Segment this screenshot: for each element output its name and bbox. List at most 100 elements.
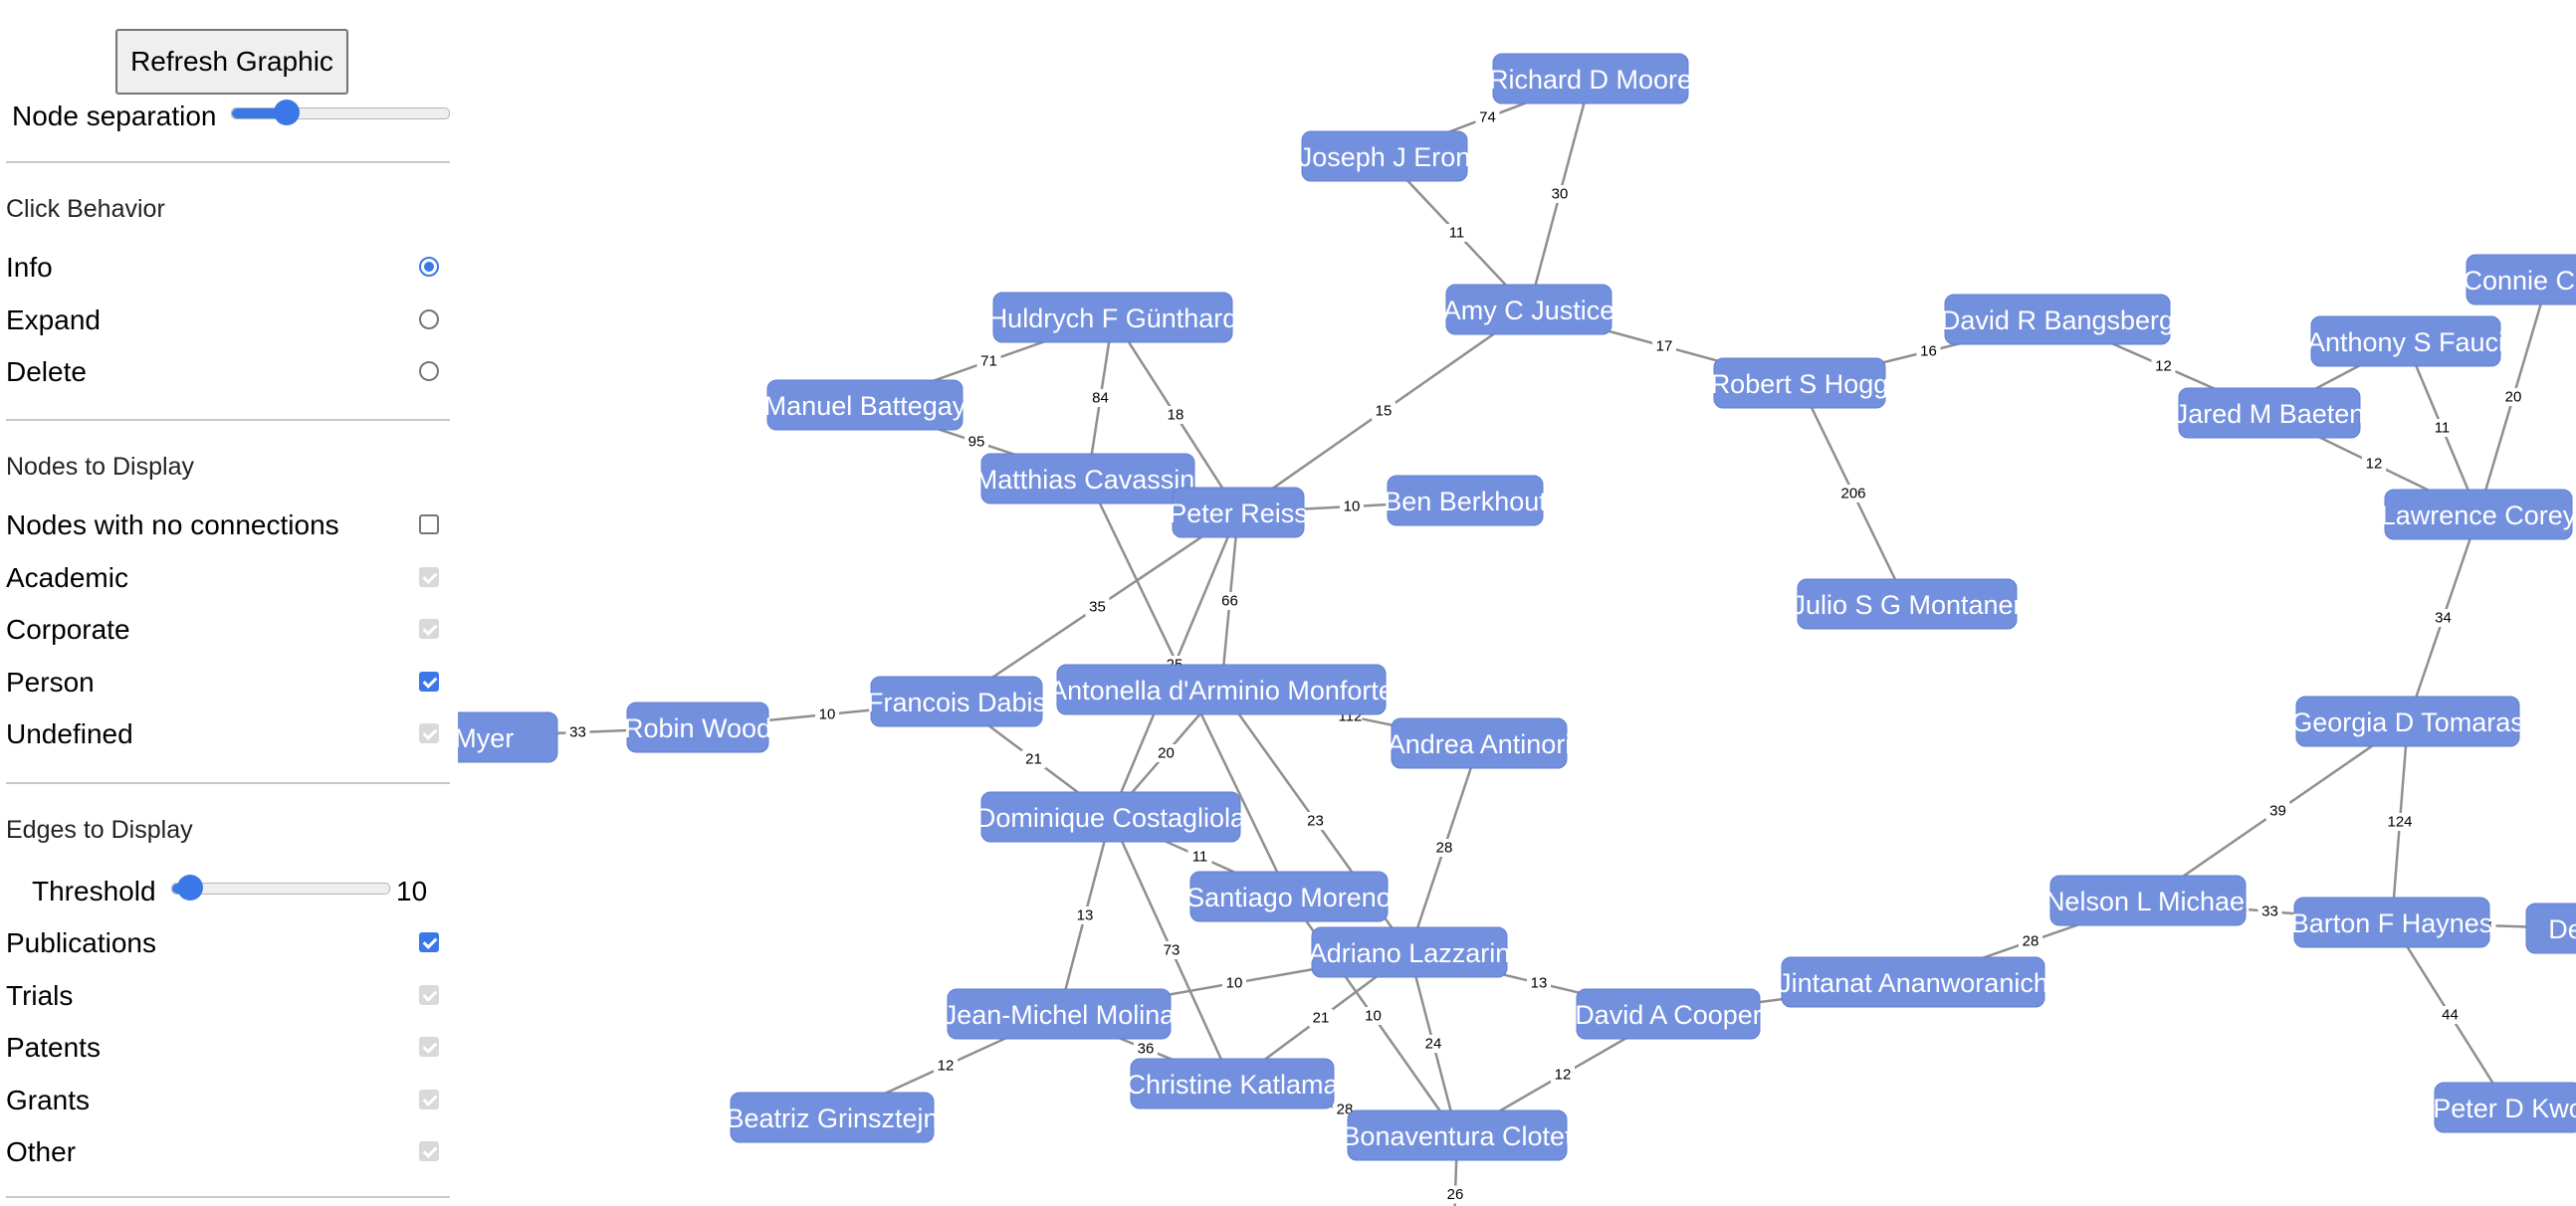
node-box[interactable] <box>980 453 1195 504</box>
node-jared[interactable]: Jared M Baeten <box>2175 387 2365 439</box>
edge-weight-label: 206 <box>1840 486 1865 502</box>
node-label: Antonella d'Arminio Monforte <box>1049 676 1394 705</box>
edges-checkbox-publications[interactable] <box>419 932 439 952</box>
node-myer[interactable]: don Myer <box>458 711 558 763</box>
slider-thumb[interactable] <box>273 100 300 125</box>
node-box[interactable] <box>1056 664 1387 715</box>
node-andrea[interactable]: Andrea Antinori <box>1388 717 1572 769</box>
node-label: Andrea Antinori <box>1388 729 1572 759</box>
edge-weight-label: 35 <box>1089 599 1106 616</box>
threshold-value: 10 <box>396 876 428 906</box>
node-box[interactable] <box>730 1092 935 1143</box>
node-box[interactable] <box>2178 387 2361 439</box>
node-box[interactable] <box>2310 315 2501 367</box>
node-box[interactable] <box>1301 130 1468 182</box>
node-richard[interactable]: Richard D Moore <box>1489 53 1692 104</box>
node-robin[interactable]: Robin Wood <box>624 702 771 753</box>
node-joseph[interactable]: Joseph J Eron <box>1299 130 1471 182</box>
edge-label-background <box>1444 224 1469 242</box>
click-behavior-radio-delete[interactable] <box>419 361 439 381</box>
click-behavior-option-label: Expand <box>6 303 101 335</box>
click-behavior-radio-expand[interactable] <box>419 308 439 329</box>
node-box[interactable] <box>2525 903 2576 954</box>
edge-weight-label: 28 <box>2023 933 2039 950</box>
node-francois[interactable]: Francois Dabis <box>867 676 1046 727</box>
network-graph[interactable]: 7430111715162061212112034391243313442871… <box>458 0 2576 1206</box>
node-box[interactable] <box>1347 1109 1568 1161</box>
nodes-checkbox-person[interactable] <box>419 671 439 692</box>
node-amy[interactable]: Amy C Justice <box>1443 284 1615 335</box>
node-box[interactable] <box>992 292 1233 343</box>
node-box[interactable] <box>1944 294 2171 345</box>
node-box[interactable] <box>1189 871 1389 922</box>
slider-thumb[interactable] <box>176 875 203 901</box>
node-julio[interactable]: Julio S G Montaner <box>1792 578 2023 630</box>
node-manuel[interactable]: Manuel Battegay <box>764 379 966 431</box>
node-box[interactable] <box>1713 357 1886 409</box>
node-deni[interactable]: Deni <box>2525 903 2576 954</box>
node-box[interactable] <box>1387 475 1544 526</box>
nodes-checkbox-nodes-with-no-connections[interactable] <box>419 514 439 534</box>
node-jeanmichel[interactable]: Jean-Michel Molina <box>944 988 1177 1040</box>
node-label: Peter D Kwo <box>2433 1094 2576 1123</box>
node-box[interactable] <box>2049 875 2247 926</box>
node-label: Bonaventura Clotet <box>1342 1121 1573 1151</box>
node-box[interactable] <box>870 676 1043 727</box>
nodes-checkbox-undefined <box>419 723 439 743</box>
node-georgia[interactable]: Georgia D Tomaras <box>2291 696 2524 747</box>
node-box[interactable] <box>1445 284 1612 335</box>
node-huldrych[interactable]: Huldrych F Günthard <box>988 292 1238 343</box>
edge-label-background <box>1432 839 1456 857</box>
node-lawrence[interactable]: Lawrence Corey <box>2381 489 2576 540</box>
node-barton[interactable]: Barton F Haynes <box>2291 897 2493 948</box>
node-davida[interactable]: David A Cooper <box>1575 988 1762 1040</box>
graph-canvas[interactable]: 7430111715162061212112034391243313442871… <box>458 0 2576 1206</box>
node-anthony[interactable]: Anthony S Fauci <box>2307 315 2504 367</box>
node-box[interactable] <box>1391 717 1568 769</box>
node-box[interactable] <box>1492 53 1689 104</box>
node-box[interactable] <box>2384 489 2573 540</box>
node-christine[interactable]: Christine Katlama <box>1126 1058 1340 1109</box>
edges-checkbox-patents <box>419 1037 439 1057</box>
node-dominique[interactable]: Dominique Costagliola <box>976 791 1246 843</box>
node-peter_r[interactable]: Peter Reiss <box>1169 487 1308 538</box>
node-separation-slider[interactable] <box>231 100 450 125</box>
refresh-graphic-button[interactable]: Refresh Graphic <box>115 29 348 95</box>
node-box[interactable] <box>2466 254 2576 305</box>
node-box[interactable] <box>1311 926 1508 978</box>
node-antonella[interactable]: Antonella d'Arminio Monforte <box>1049 664 1394 715</box>
node-peter_k[interactable]: Peter D Kwo <box>2433 1082 2576 1133</box>
node-label: Santiago Moreno <box>1186 883 1392 912</box>
node-box[interactable] <box>2295 696 2520 747</box>
node-box[interactable] <box>1576 988 1761 1040</box>
node-box[interactable] <box>2293 897 2490 948</box>
node-box[interactable] <box>1172 487 1305 538</box>
edge-weight-label: 124 <box>2387 814 2412 831</box>
node-davidb[interactable]: David R Bangsberg <box>1941 294 2174 345</box>
node-box[interactable] <box>980 791 1241 843</box>
node-box[interactable] <box>458 711 558 763</box>
node-nelson[interactable]: Nelson L Michael <box>2045 875 2251 926</box>
node-santiago[interactable]: Santiago Moreno <box>1186 871 1392 922</box>
node-box[interactable] <box>1130 1058 1335 1109</box>
node-box[interactable] <box>766 379 964 431</box>
threshold-slider[interactable] <box>171 875 390 901</box>
click-behavior-radio-info[interactable] <box>419 257 439 277</box>
node-adriano[interactable]: Adriano Lazzarin <box>1309 926 1511 978</box>
node-matthias[interactable]: Matthias Cavassini <box>975 453 1201 504</box>
node-box[interactable] <box>2434 1082 2576 1133</box>
node-box[interactable] <box>626 702 769 753</box>
node-separation-label: Node separation <box>12 100 217 131</box>
edge-weight-label: 23 <box>1307 813 1324 830</box>
edge-label-background <box>1361 1007 1386 1025</box>
node-box[interactable] <box>947 988 1172 1040</box>
node-robert[interactable]: Robert S Hogg <box>1711 357 1889 409</box>
node-jintanat[interactable]: Jintanat Ananworanich <box>1778 956 2048 1008</box>
node-bonaventura[interactable]: Bonaventura Clotet <box>1342 1109 1573 1161</box>
node-box[interactable] <box>1797 578 2018 630</box>
node-beatriz[interactable]: Beatriz Grinsztejn <box>726 1092 939 1143</box>
node-ben[interactable]: Ben Berkhout <box>1384 475 1547 526</box>
edge-weight-label: 10 <box>819 706 836 723</box>
node-box[interactable] <box>1781 956 2045 1008</box>
node-connie[interactable]: Connie Celum <box>2463 254 2576 305</box>
